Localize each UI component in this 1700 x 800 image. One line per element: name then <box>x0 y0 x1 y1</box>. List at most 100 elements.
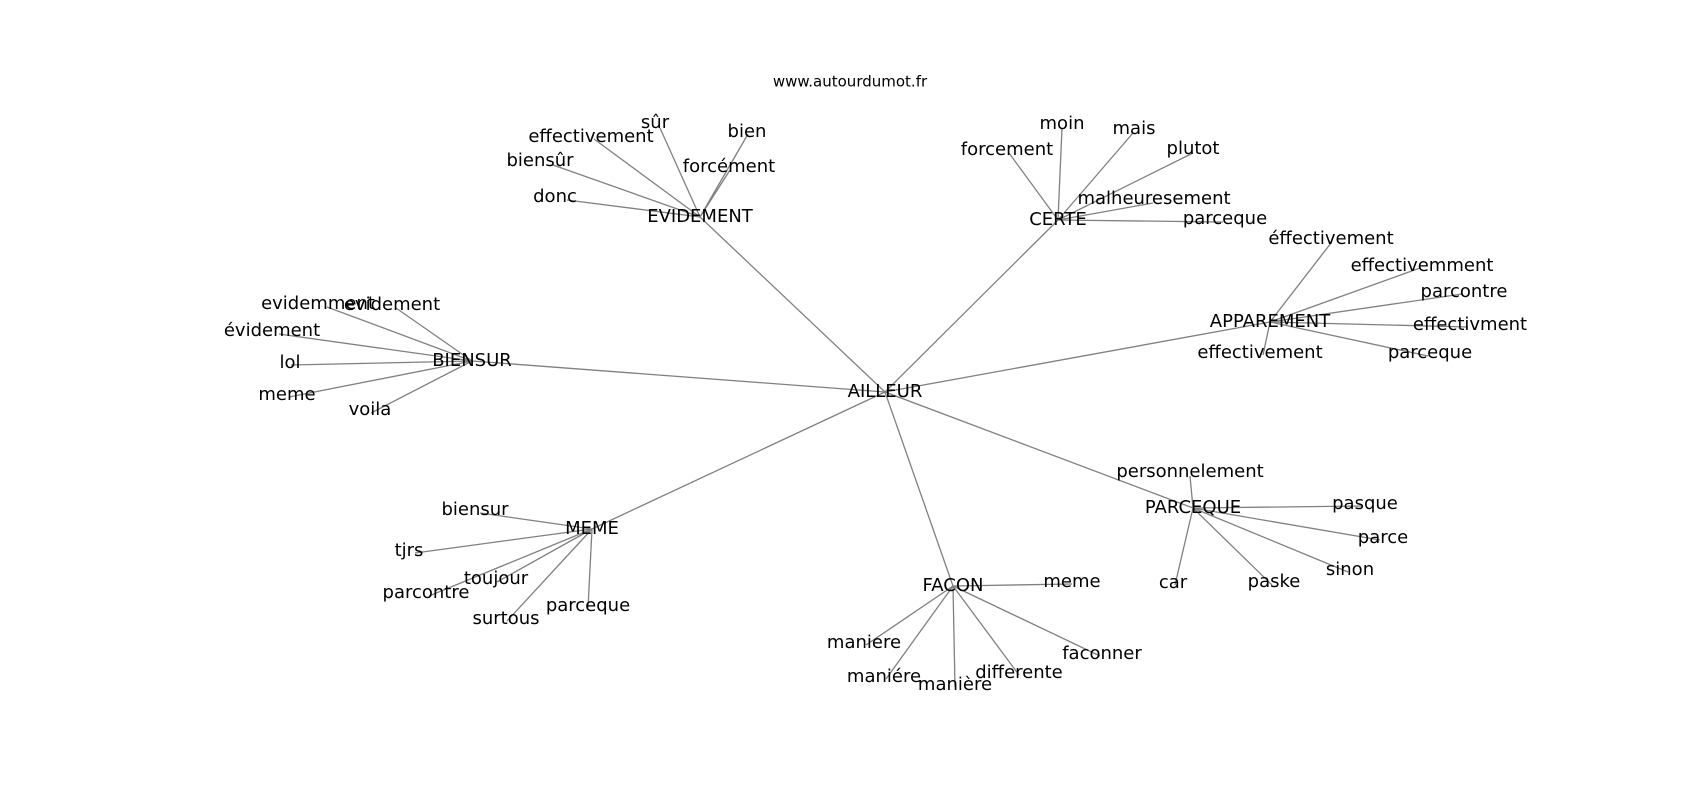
graph-edge <box>593 138 701 218</box>
node-leaf: effectivement <box>1197 342 1322 363</box>
graph-edge <box>587 528 593 609</box>
node-leaf: effectivement <box>528 126 653 147</box>
graph-edge <box>952 585 956 688</box>
node-leaf: pasque <box>1332 493 1398 514</box>
node-leaf: faconner <box>1062 643 1142 664</box>
node-leaf: parceque <box>546 595 630 616</box>
graph-edge <box>326 306 473 362</box>
node-center: AILLEUR <box>848 381 923 402</box>
graph-edge <box>952 585 1101 657</box>
node-leaf: éffectivement <box>1268 228 1393 249</box>
node-hub-biensur: BIENSUR <box>432 350 512 371</box>
node-leaf: biensur <box>441 499 509 520</box>
graph-edge <box>1174 507 1194 586</box>
node-leaf: moin <box>1040 113 1085 134</box>
graph-edge <box>278 333 473 362</box>
node-leaf: parcontre <box>1421 281 1508 302</box>
node-leaf: effectivemment <box>1351 255 1494 276</box>
graph-edge <box>659 127 701 218</box>
node-leaf: evidement <box>344 294 440 315</box>
graph-edge <box>290 360 473 366</box>
graph-edge <box>1269 242 1332 323</box>
graph-edge <box>1269 321 1469 328</box>
node-leaf: parcontre <box>383 582 470 603</box>
node-leaf: bien <box>728 121 767 142</box>
graph-edge <box>552 164 701 218</box>
node-leaf: parceque <box>1183 208 1267 229</box>
graph-edge <box>370 360 473 414</box>
graph-edge <box>865 585 954 646</box>
node-leaf: plutot <box>1167 138 1220 159</box>
graph-edge <box>1057 127 1063 221</box>
node-leaf: personnelement <box>1116 461 1263 482</box>
node-leaf: donc <box>533 186 577 207</box>
node-leaf: maniére <box>847 666 921 687</box>
graph-edge <box>591 391 886 530</box>
node-leaf: evidemment <box>261 293 375 314</box>
graph-edge <box>414 528 593 554</box>
node-leaf: voila <box>349 399 392 420</box>
graph-edges <box>278 127 1469 688</box>
graph-edge <box>952 585 1020 676</box>
node-leaf: meme <box>258 384 315 405</box>
site-title: www.autourdumot.fr <box>773 73 928 91</box>
graph-edge <box>1262 321 1271 356</box>
node-leaf: biensûr <box>506 150 574 171</box>
node-leaf: tjrs <box>395 540 424 561</box>
node-leaf: parceque <box>1388 342 1472 363</box>
graph-edge <box>885 585 954 680</box>
graph-edge <box>1269 293 1463 323</box>
node-leaf: sinon <box>1326 559 1374 580</box>
node-leaf: manière <box>918 674 992 695</box>
graph-edge <box>428 528 593 597</box>
node-hub-apparement: APPAREMENT <box>1210 311 1331 332</box>
node-leaf: mais <box>1113 118 1156 139</box>
node-leaf: maniere <box>827 632 901 653</box>
node-leaf: lol <box>279 352 300 373</box>
node-leaf: évidement <box>224 320 320 341</box>
graph-edge <box>1008 152 1059 221</box>
node-hub-parceque: PARCEQUE <box>1145 497 1241 518</box>
graph-edge <box>699 133 749 218</box>
node-leaf: surtous <box>472 608 539 629</box>
node-leaf: forcement <box>961 139 1053 160</box>
graph-edge <box>506 528 593 622</box>
graph-edge <box>1057 202 1154 221</box>
node-hub-certe: CERTE <box>1029 209 1087 230</box>
graph-edge <box>699 169 731 218</box>
node-leaf: differente <box>975 662 1063 683</box>
graph-edge <box>884 391 954 587</box>
graph-edge <box>884 321 1271 393</box>
node-hub-evidement: EVIDEMENT <box>647 206 754 227</box>
node-leaf: sûr <box>641 112 670 133</box>
node-leaf: malheuresement <box>1077 188 1230 209</box>
graph-edge <box>699 216 886 393</box>
graph-edge <box>1057 219 1224 223</box>
graph-edge <box>288 360 473 398</box>
graph-edge <box>479 512 593 530</box>
graph-edge <box>395 307 473 362</box>
graph-edge <box>884 391 1194 509</box>
node-leaf: paske <box>1248 571 1301 592</box>
graph-edge <box>1057 152 1194 221</box>
node-leaf: toujour <box>464 568 529 589</box>
graph-edge <box>1057 132 1134 221</box>
node-leaf: parce <box>1358 527 1408 548</box>
graph-edge <box>952 583 1073 587</box>
graph-edge <box>1192 507 1273 586</box>
graph-edge <box>1192 505 1363 509</box>
graph-edge <box>1192 507 1349 573</box>
node-leaf: car <box>1159 572 1188 593</box>
graph-edge <box>471 360 886 393</box>
graph-edge <box>1269 267 1421 323</box>
graph-edge <box>566 199 701 218</box>
node-leaf: meme <box>1043 571 1100 592</box>
graph-edge <box>1189 475 1194 509</box>
graph-edge <box>884 219 1059 393</box>
node-leaf: forcément <box>683 156 775 177</box>
graph-edge <box>1192 507 1381 541</box>
graph-edge <box>1269 321 1429 357</box>
node-hub-facon: FACON <box>923 575 984 596</box>
node-leaf: effectivment <box>1413 314 1527 335</box>
